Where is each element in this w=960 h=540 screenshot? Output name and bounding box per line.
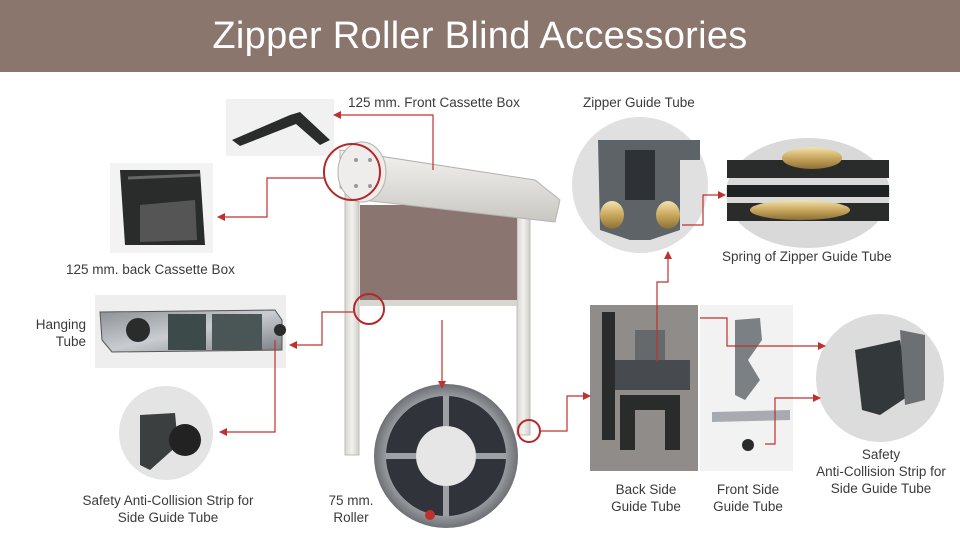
- label-back-side-line1: Back Side: [615, 482, 677, 497]
- label-anti-collision-right: Safety Anti-Collision Strip for Side Gui…: [806, 446, 956, 497]
- label-anti-collision-left-line2: Side Guide Tube: [117, 510, 219, 525]
- front-side-guide-tube-image: [700, 305, 793, 471]
- label-hanging-tube-line2: Tube: [55, 334, 86, 349]
- label-anti-collision-left-line1: Safety Anti-Collision Strip for: [82, 493, 254, 508]
- title-banner: Zipper Roller Blind Accessories: [0, 0, 960, 72]
- label-back-cassette: 125 mm. back Cassette Box: [66, 262, 235, 277]
- zipper-guide-tube-image: [572, 117, 708, 253]
- label-back-side-line2: Guide Tube: [611, 499, 681, 514]
- label-front-side-line2: Guide Tube: [713, 499, 783, 514]
- label-anti-collision-right-line1: Safety: [861, 447, 901, 462]
- callout-arrows: [217, 111, 826, 445]
- anti-collision-right-image: [816, 314, 944, 442]
- label-roller-line1: 75 mm.: [328, 493, 374, 508]
- highlight-ring-hanging-tube: [353, 293, 385, 325]
- roller-image: [374, 384, 518, 528]
- label-back-side-guide-tube: Back Side Guide Tube: [598, 481, 694, 515]
- label-spring-zipper-guide: Spring of Zipper Guide Tube: [722, 249, 892, 264]
- label-anti-collision-right-line2: Anti-Collision Strip for: [816, 464, 946, 479]
- back-cassette-image: [110, 163, 213, 253]
- label-roller: 75 mm. Roller: [316, 492, 386, 526]
- label-front-side-guide-tube: Front Side Guide Tube: [700, 481, 796, 515]
- label-anti-collision-left: Safety Anti-Collision Strip for Side Gui…: [64, 492, 272, 526]
- label-hanging-tube-line1: Hanging: [35, 317, 86, 332]
- page-title: Zipper Roller Blind Accessories: [212, 14, 748, 57]
- blind-assembly-image: [337, 141, 561, 456]
- anti-collision-left-image: [119, 386, 213, 480]
- highlight-ring-cassette: [323, 143, 381, 201]
- front-cassette-image: [226, 99, 334, 156]
- hanging-tube-image: [95, 295, 286, 368]
- label-front-side-line1: Front Side: [716, 482, 780, 497]
- spring-zipper-guide-image: [726, 138, 890, 248]
- label-front-cassette: 125 mm. Front Cassette Box: [348, 95, 520, 110]
- back-side-guide-tube-image: [590, 305, 698, 471]
- label-roller-line2: Roller: [333, 510, 369, 525]
- label-zipper-guide-tube: Zipper Guide Tube: [583, 95, 695, 110]
- label-hanging-tube: Hanging Tube: [24, 316, 86, 350]
- label-anti-collision-right-line3: Side Guide Tube: [830, 481, 932, 496]
